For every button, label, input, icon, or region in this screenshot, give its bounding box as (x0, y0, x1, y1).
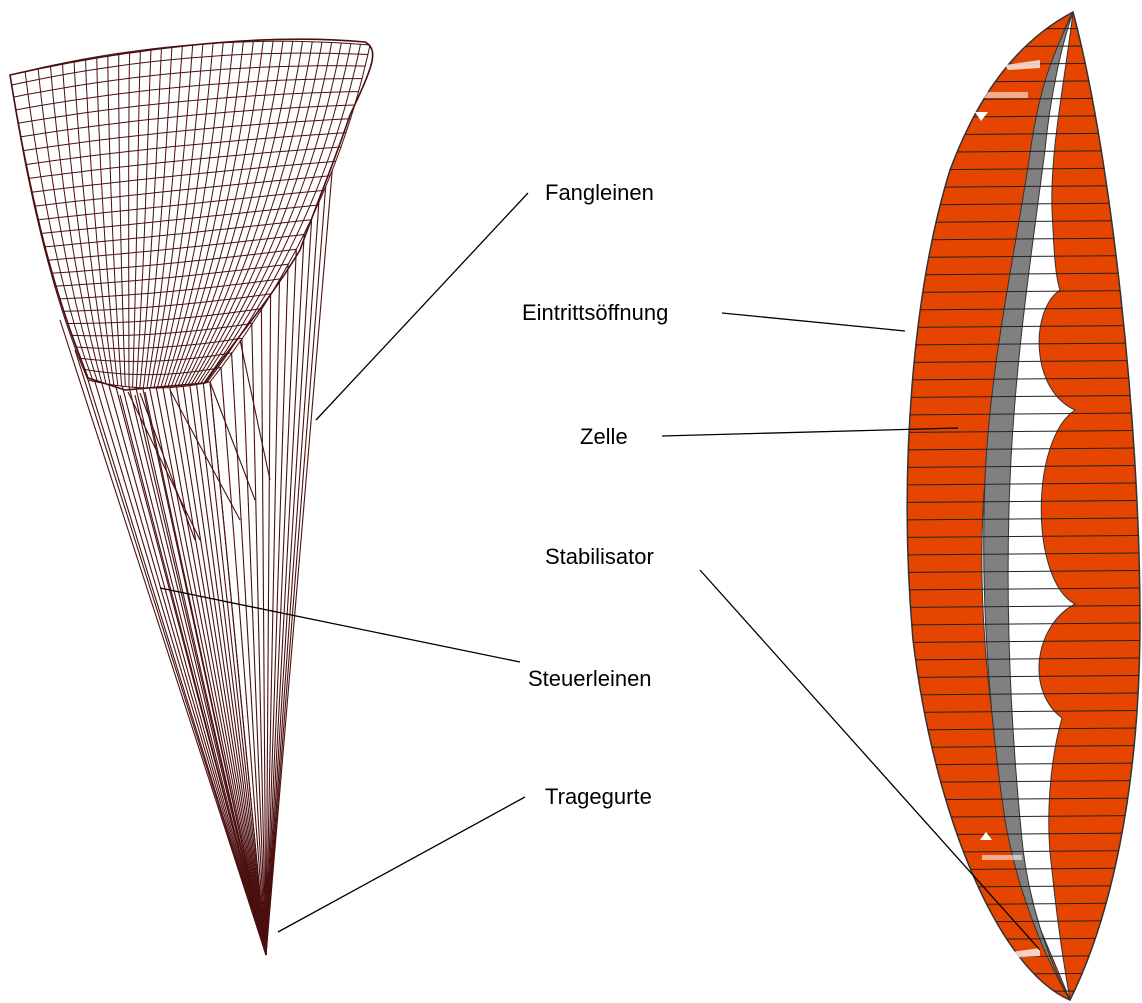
canopy-rib-line (108, 55, 122, 386)
cell-stripe (890, 46, 1142, 48)
canopy-rib-line (119, 53, 126, 386)
canopy-row-line (48, 235, 304, 261)
canopy-rib-line (174, 41, 263, 387)
suspension-line (266, 171, 332, 956)
canopy-row-line (38, 190, 325, 220)
canopy-rib-line (129, 52, 130, 387)
label-stabilisator: Stabilisator (545, 544, 654, 570)
canopy-rib-line (136, 49, 151, 388)
label-zelle: Zelle (580, 424, 628, 450)
leader-fangleinen (316, 193, 528, 420)
leader-tragegurte (278, 797, 525, 932)
canopy-row-line (44, 220, 311, 247)
wing-planform (890, 12, 1142, 1000)
canopy-mesh (10, 41, 370, 388)
suspension-line (135, 395, 266, 955)
canopy-rib-line (25, 71, 93, 381)
cell-stripe (890, 991, 1142, 993)
cell-stripe (890, 973, 1142, 975)
suspension-line (75, 350, 266, 955)
canopy-row-line (59, 279, 281, 299)
label-tragegurte: Tragegurte (545, 784, 652, 810)
suspension-lines (60, 171, 332, 956)
canopy-rib-line (143, 47, 172, 388)
label-steuerleinen: Steuerleinen (528, 666, 652, 692)
canopy-row-line (51, 249, 296, 273)
suspension-line (145, 392, 266, 955)
canopy-rib-line (10, 75, 88, 380)
suspension-line (183, 386, 266, 955)
suspension-line (129, 387, 266, 955)
suspension-line (109, 384, 266, 955)
cell-stripe (890, 28, 1142, 30)
label-eintrittsoeffnung: Eintrittsöffnung (522, 300, 668, 326)
cascade-line (210, 382, 255, 500)
leader-eintrittsoeffnung (722, 313, 905, 331)
label-fangleinen: Fangleinen (545, 180, 654, 206)
suspension-line (177, 387, 267, 955)
canopy-row-line (34, 176, 330, 206)
suspension-line (266, 187, 326, 956)
canopy-rib-line (150, 45, 192, 388)
canopy-row-line (31, 161, 335, 192)
canopy-rib-line (178, 41, 274, 387)
canopy-rib-line (140, 48, 162, 388)
canopy-row-line (41, 205, 318, 234)
suspension-line (95, 382, 266, 955)
